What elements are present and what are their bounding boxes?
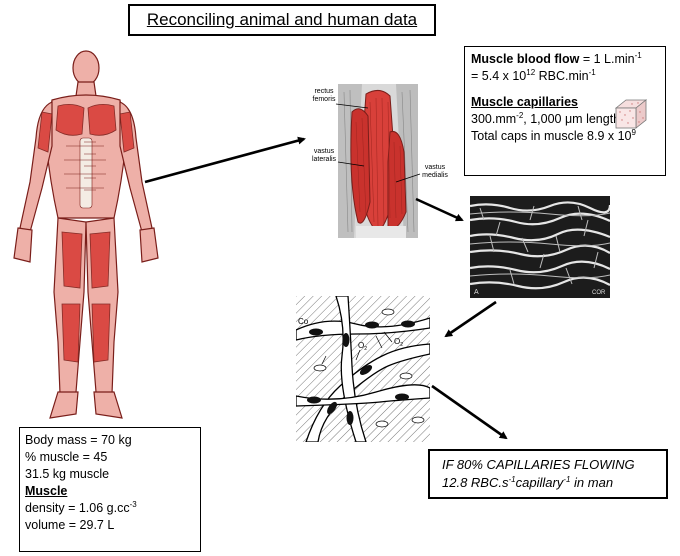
vastus-lateralis-label: vastus lateralis [311,148,337,163]
diagram-label-o2-a: O2 [358,341,367,352]
conclusion-line-1: IF 80% CAPILLARIES FLOWING [442,457,635,472]
page-title: Reconciling animal and human data [128,4,436,36]
muscle-volume-text: volume = 29.7 L [25,518,115,532]
conclusion-line-2: 12.8 RBC.s-1capillary-1 in man [442,475,614,490]
tissue-cube-icon [614,99,648,129]
capillary-micrograph: A COR [470,196,610,298]
muscle-mass-text: 31.5 kg muscle [25,467,110,481]
diagram-label-co: Co [298,317,309,326]
body-data-box: Body mass = 70 kg % muscle = 45 31.5 kg … [19,427,201,552]
conclusion-box: IF 80% CAPILLARIES FLOWING 12.8 RBC.s-1c… [428,449,668,499]
blood-flow-line: Muscle blood flow = 1 L.min-1 [471,51,642,67]
total-capillaries-line: Total caps in muscle 8.9 x 109 [471,128,636,144]
diagram-label-o2-b: O2 [394,337,403,348]
muscle-percent-text: % muscle = 45 [25,450,108,464]
arrow-diagram-to-conclusion [431,384,508,440]
human-muscle-figure [13,50,159,419]
capillaries-heading: Muscle capillaries [471,95,579,109]
rectus-femoris-label: rectus femoris [312,88,336,103]
rbc-flow-line: = 5.4 x 1012 RBC.min-1 [471,68,596,84]
vastus-medialis-label: vastus medialis [422,164,448,179]
micrograph-label-left: A [474,289,479,296]
capillary-oxygen-diagram: Co O2 O2 [296,296,430,442]
muscle-heading: Muscle [25,484,68,498]
muscle-density-text: density = 1.06 g.cc-3 [25,500,137,516]
micrograph-label-right: COR [592,290,606,296]
arrow-micrograph-to-diagram [444,300,497,338]
thigh-muscle-image [335,84,421,238]
body-mass-text: Body mass = 70 kg [25,433,132,447]
capillary-density-line: 300.mm-2, 1,000 μm length [471,111,621,127]
